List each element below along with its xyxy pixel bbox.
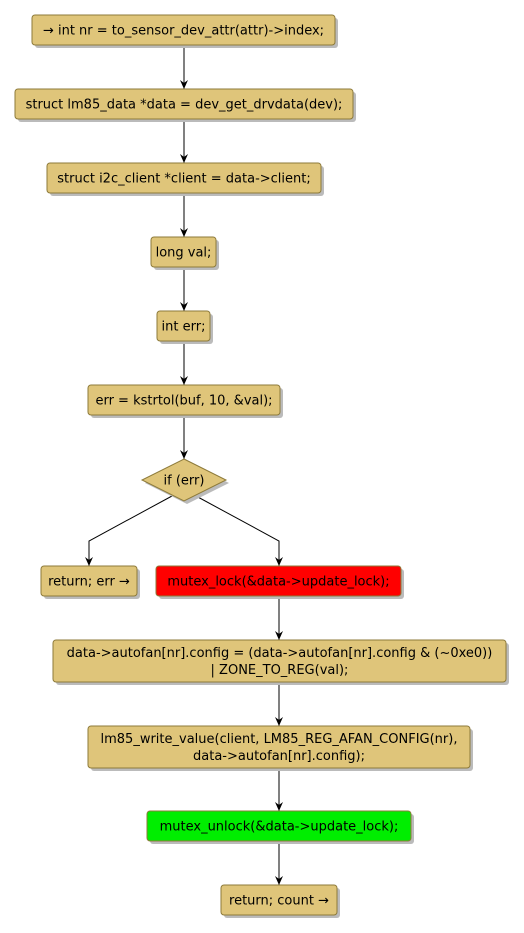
node-label: return; err → [48,575,130,590]
nodes: → int nr = to_sensor_dev_attr(attr)->ind… [14,14,509,918]
node-label: int err; [162,320,206,335]
node-label: return; count → [229,894,329,909]
statement-box [31,14,336,46]
statement-box [46,162,322,194]
statement-box [87,384,281,416]
node-n5: int err; [156,310,213,344]
node-n4: long val; [150,236,219,270]
node-label: → int nr = to_sensor_dev_attr(attr)->ind… [43,24,324,39]
node-label: mutex_lock(&data->update_lock); [167,575,389,590]
node-label: struct lm85_data *data = dev_get_drvdata… [26,98,343,113]
statement-box [156,310,211,342]
statement-box [155,565,402,597]
statement-box [150,236,217,268]
node-label: struct i2c_client *client = data->client… [57,172,311,187]
statement-box [14,88,354,120]
node-label: data->autofan[nr].config); [193,749,365,764]
node-n1: → int nr = to_sensor_dev_attr(attr)->ind… [31,14,338,48]
statement-box [40,565,138,597]
node-label: | ZONE_TO_REG(val); [211,663,349,678]
node-n12: mutex_unlock(&data->update_lock); [146,810,414,844]
node-n13: return; count → [220,884,340,918]
statement-box [220,884,338,916]
node-n7: if (err) [140,458,229,504]
node-label: data->autofan[nr].config = (data->autofa… [67,646,493,661]
node-n6: err = kstrtol(buf, 10, &val); [87,384,283,418]
statement-box [146,810,412,842]
node-label: long val; [156,246,212,261]
statement-box [87,725,471,769]
edge-n7-n8 [85,495,173,566]
edges [85,45,283,885]
node-label: err = kstrtol(buf, 10, &val); [95,394,272,409]
node-label: if (err) [164,474,205,489]
node-label: lm85_write_value(client, LM85_REG_AFAN_C… [101,732,458,747]
decision-diamond [140,458,228,502]
node-label: mutex_unlock(&data->update_lock); [160,820,399,835]
node-n10: data->autofan[nr].config = (data->autofa… [52,639,509,685]
node-n9: mutex_lock(&data->update_lock); [155,565,404,599]
statement-box [52,639,507,683]
node-n11: lm85_write_value(client, LM85_REG_AFAN_C… [87,725,473,771]
node-n3: struct i2c_client *client = data->client… [46,162,324,196]
node-n8: return; err → [40,565,140,599]
edge-n7-n9 [195,495,283,566]
node-n2: struct lm85_data *data = dev_get_drvdata… [14,88,356,122]
